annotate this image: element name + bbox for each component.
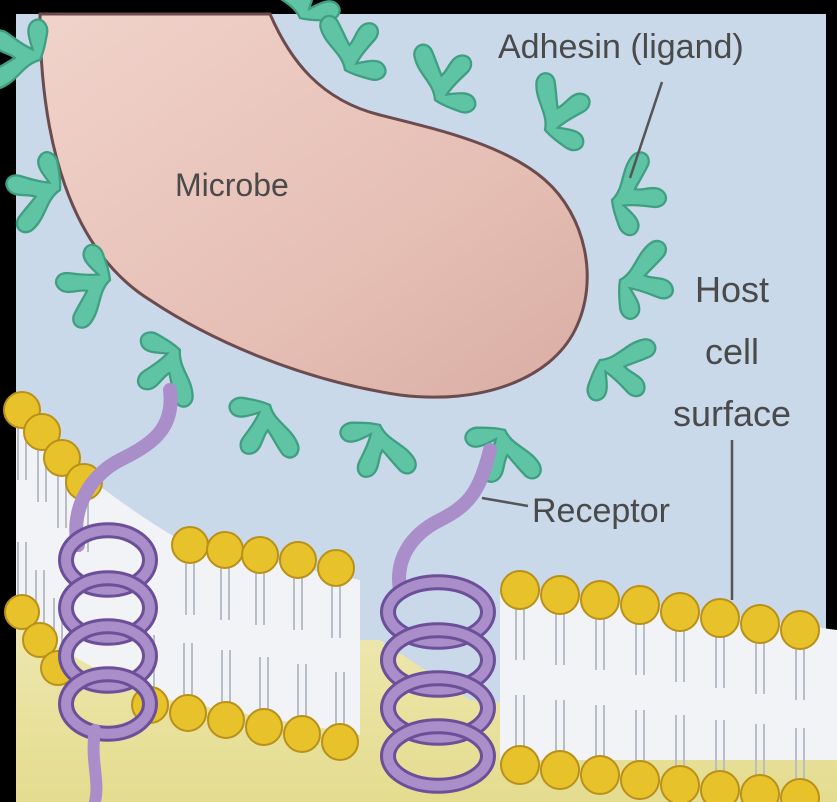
phospholipid-head-icon [621, 761, 659, 799]
phospholipid-head-icon [501, 571, 539, 609]
phospholipid-head-icon [741, 605, 779, 643]
phospholipid-head-icon [581, 756, 619, 794]
microbe-label: Microbe [175, 167, 289, 203]
phospholipid-head-icon [661, 593, 699, 631]
phospholipid-head-icon [318, 550, 354, 586]
phospholipid-head-icon [172, 527, 208, 563]
phospholipid-head-icon [541, 576, 579, 614]
adhesin-label: Adhesin (ligand) [498, 28, 744, 66]
host-label-line2: cell [705, 331, 759, 372]
phospholipid-head-icon [541, 751, 579, 789]
phospholipid-head-icon [208, 702, 244, 738]
host-label-line1: Host [695, 269, 769, 310]
receptor-label: Receptor [532, 492, 670, 530]
phospholipid-head-icon [246, 709, 282, 745]
phospholipid-head-icon [170, 695, 206, 731]
phospholipid-head-icon [284, 716, 320, 752]
phospholipid-head-icon [661, 766, 699, 802]
phospholipid-head-icon [581, 581, 619, 619]
host-label-line3: surface [673, 393, 791, 434]
phospholipid-head-icon [621, 586, 659, 624]
phospholipid-head-icon [322, 724, 358, 760]
phospholipid-head-icon [207, 532, 243, 568]
phospholipid-head-icon [701, 771, 739, 802]
phospholipid-head-icon [242, 537, 278, 573]
phospholipid-head-icon [501, 746, 539, 784]
phospholipid-head-icon [280, 542, 316, 578]
phospholipid-head-icon [701, 599, 739, 637]
phospholipid-head-icon [781, 611, 819, 649]
